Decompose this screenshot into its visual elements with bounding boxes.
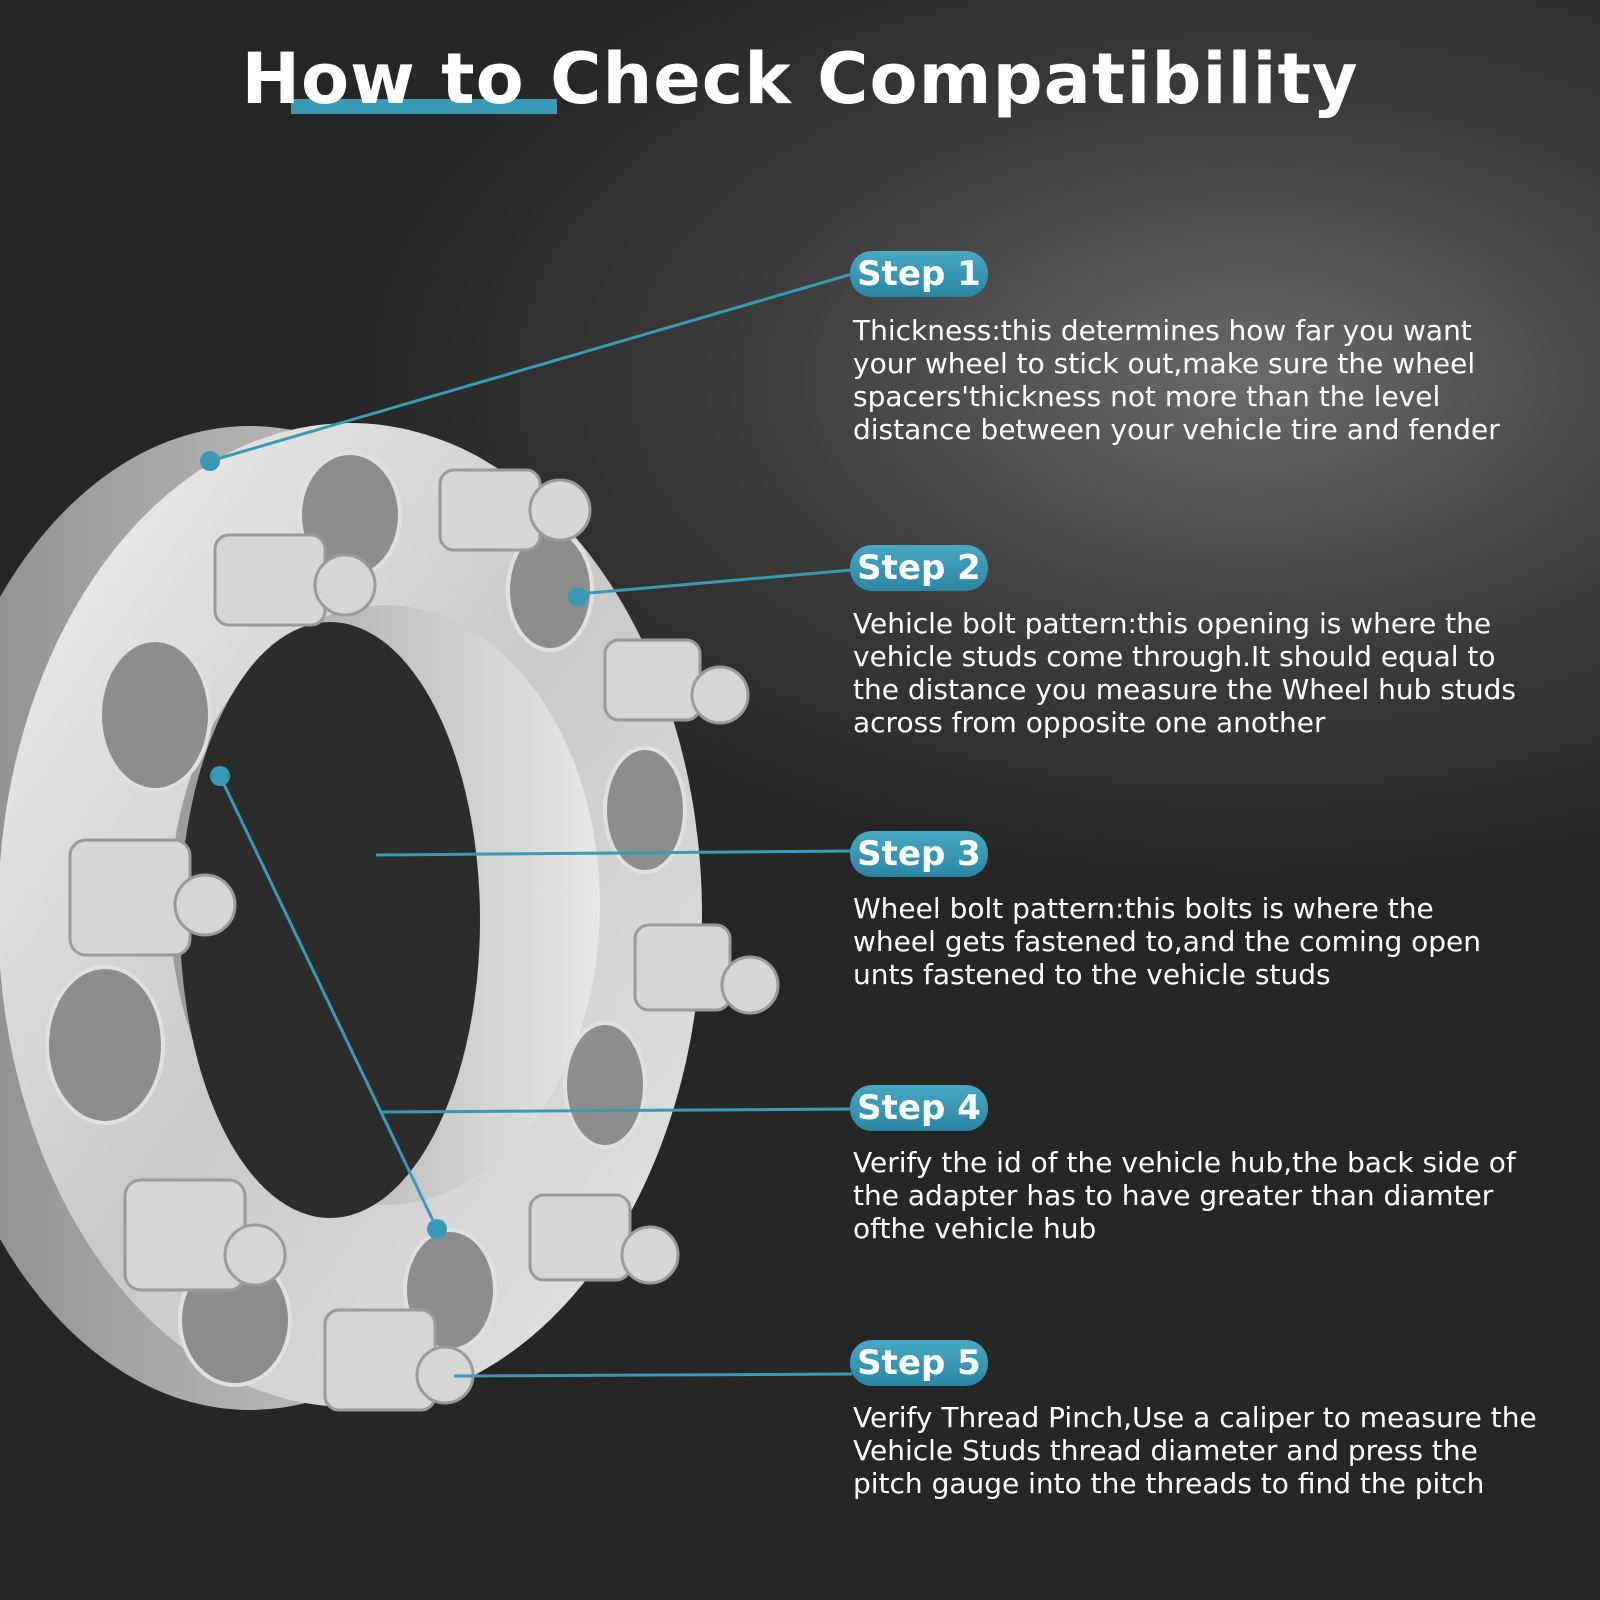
step-5-text: Verify Thread Pinch,Use a caliper to mea… — [853, 1401, 1537, 1500]
step-5-badge: Step 5 — [850, 1340, 988, 1386]
step-2-badge: Step 2 — [850, 545, 988, 591]
step-4-badge: Step 4 — [850, 1085, 988, 1131]
step-2-text: Vehicle bolt pattern:this opening is whe… — [853, 607, 1517, 739]
step-1-badge: Step 1 — [850, 251, 988, 297]
step-1-text: Thickness:this determines how far you wa… — [853, 314, 1500, 446]
title-underline — [291, 99, 557, 114]
studs — [68, 468, 780, 1412]
step-3-badge: Step 3 — [850, 831, 988, 877]
center-hole — [180, 622, 480, 1218]
step-4-text: Verify the id of the vehicle hub,the bac… — [853, 1146, 1516, 1245]
callout-dots — [200, 451, 588, 1239]
page-title: How to Check Compatibility — [241, 38, 1359, 120]
step-3-text: Wheel bolt pattern:this bolts is where t… — [853, 892, 1482, 991]
leader-lines — [209, 272, 853, 1378]
